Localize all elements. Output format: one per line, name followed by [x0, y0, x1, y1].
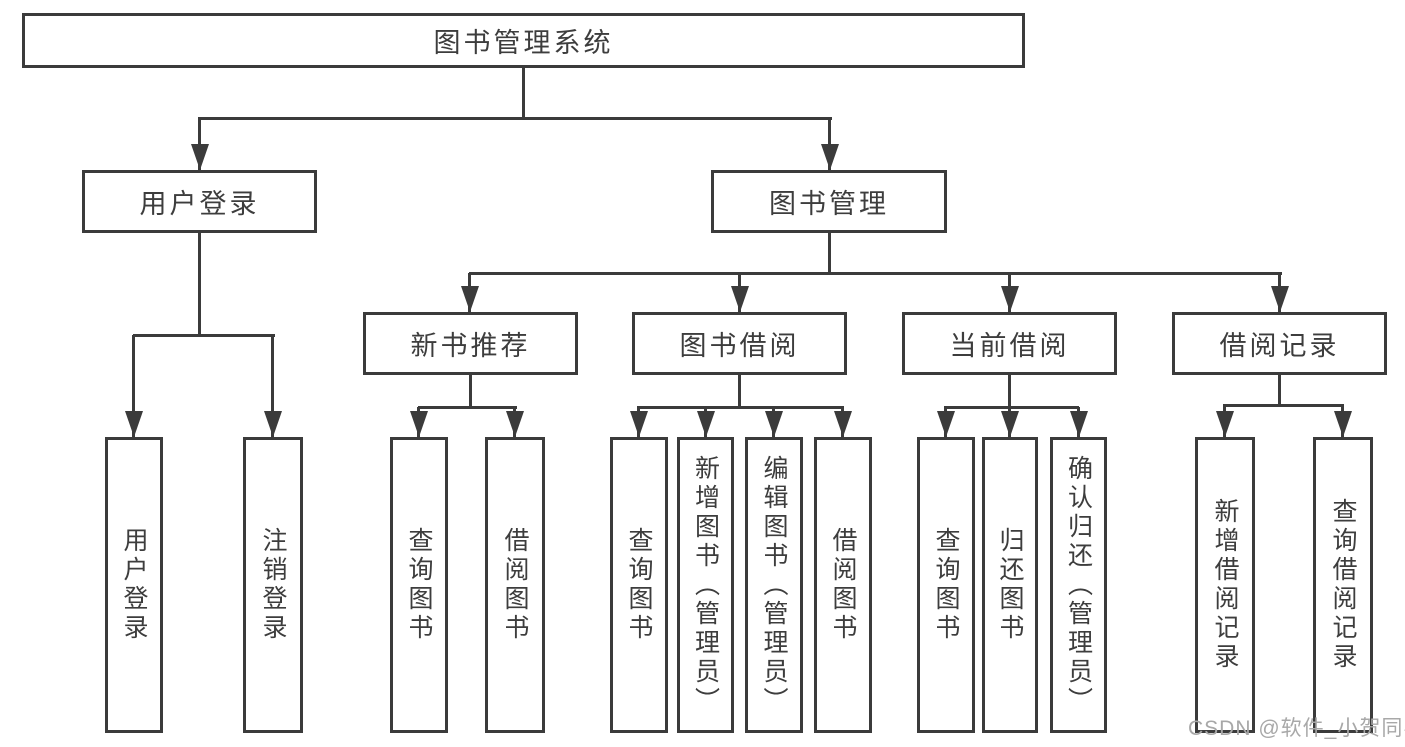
connector-line: [469, 272, 1282, 275]
node-book-management: 图书管理: [711, 170, 947, 233]
connector-line: [1278, 375, 1281, 405]
connector-arrow: [828, 118, 831, 170]
leaf-add-borrow-record: 新增借阅记录: [1195, 437, 1255, 733]
leaf-query-book-borrowing: 查询图书: [610, 437, 668, 733]
connector-arrow: [417, 407, 420, 437]
leaf-confirm-return-admin: 确认归还（管理员）: [1050, 437, 1107, 733]
leaf-user-login: 用户登录: [105, 437, 163, 733]
connector-arrow: [1223, 405, 1226, 437]
connector-line: [637, 406, 844, 409]
leaf-query-book-recommendation: 查询图书: [390, 437, 448, 733]
connector-arrow: [132, 335, 135, 437]
connector-arrow: [841, 407, 844, 437]
connector-line: [198, 233, 201, 335]
node-borrowing-records: 借阅记录: [1172, 312, 1387, 375]
connector-arrow: [1008, 407, 1011, 437]
connector-arrow: [468, 273, 471, 312]
connector-arrow: [1077, 407, 1080, 437]
leaf-logout: 注销登录: [243, 437, 303, 733]
connector-line: [418, 406, 517, 409]
connector-arrow: [271, 335, 274, 437]
leaf-query-borrow-record: 查询借阅记录: [1313, 437, 1373, 733]
node-root-library-system: 图书管理系统: [22, 13, 1025, 68]
leaf-query-book-current: 查询图书: [917, 437, 975, 733]
connector-arrow: [1008, 273, 1011, 312]
connector-line: [1008, 375, 1011, 407]
connector-arrow: [944, 407, 947, 437]
connector-arrow: [704, 407, 707, 437]
node-user-login-group: 用户登录: [82, 170, 317, 233]
connector-line: [522, 68, 525, 118]
connector-line: [828, 233, 831, 273]
leaf-add-book-admin: 新增图书（管理员）: [677, 437, 734, 733]
node-current-borrowing: 当前借阅: [902, 312, 1117, 375]
connector-arrow: [772, 407, 775, 437]
connector-line: [198, 117, 832, 120]
connector-arrow: [637, 407, 640, 437]
node-book-borrowing: 图书借阅: [632, 312, 847, 375]
connector-arrow: [198, 118, 201, 170]
connector-line: [133, 334, 275, 337]
csdn-watermark: CSDN @软件_小贺同学: [1188, 717, 1405, 740]
connector-arrow: [1341, 405, 1344, 437]
connector-line: [469, 375, 472, 407]
leaf-borrow-book-recommendation: 借阅图书: [485, 437, 545, 733]
leaf-edit-book-admin: 编辑图书（管理员）: [745, 437, 803, 733]
connector-line: [944, 406, 1079, 409]
node-new-book-recommendation: 新书推荐: [363, 312, 578, 375]
leaf-borrow-book-borrowing: 借阅图书: [814, 437, 872, 733]
connector-line: [1223, 404, 1344, 407]
connector-arrow: [1278, 273, 1281, 312]
connector-line: [738, 375, 741, 407]
connector-arrow: [513, 407, 516, 437]
leaf-return-book: 归还图书: [982, 437, 1038, 733]
connector-arrow: [738, 273, 741, 312]
